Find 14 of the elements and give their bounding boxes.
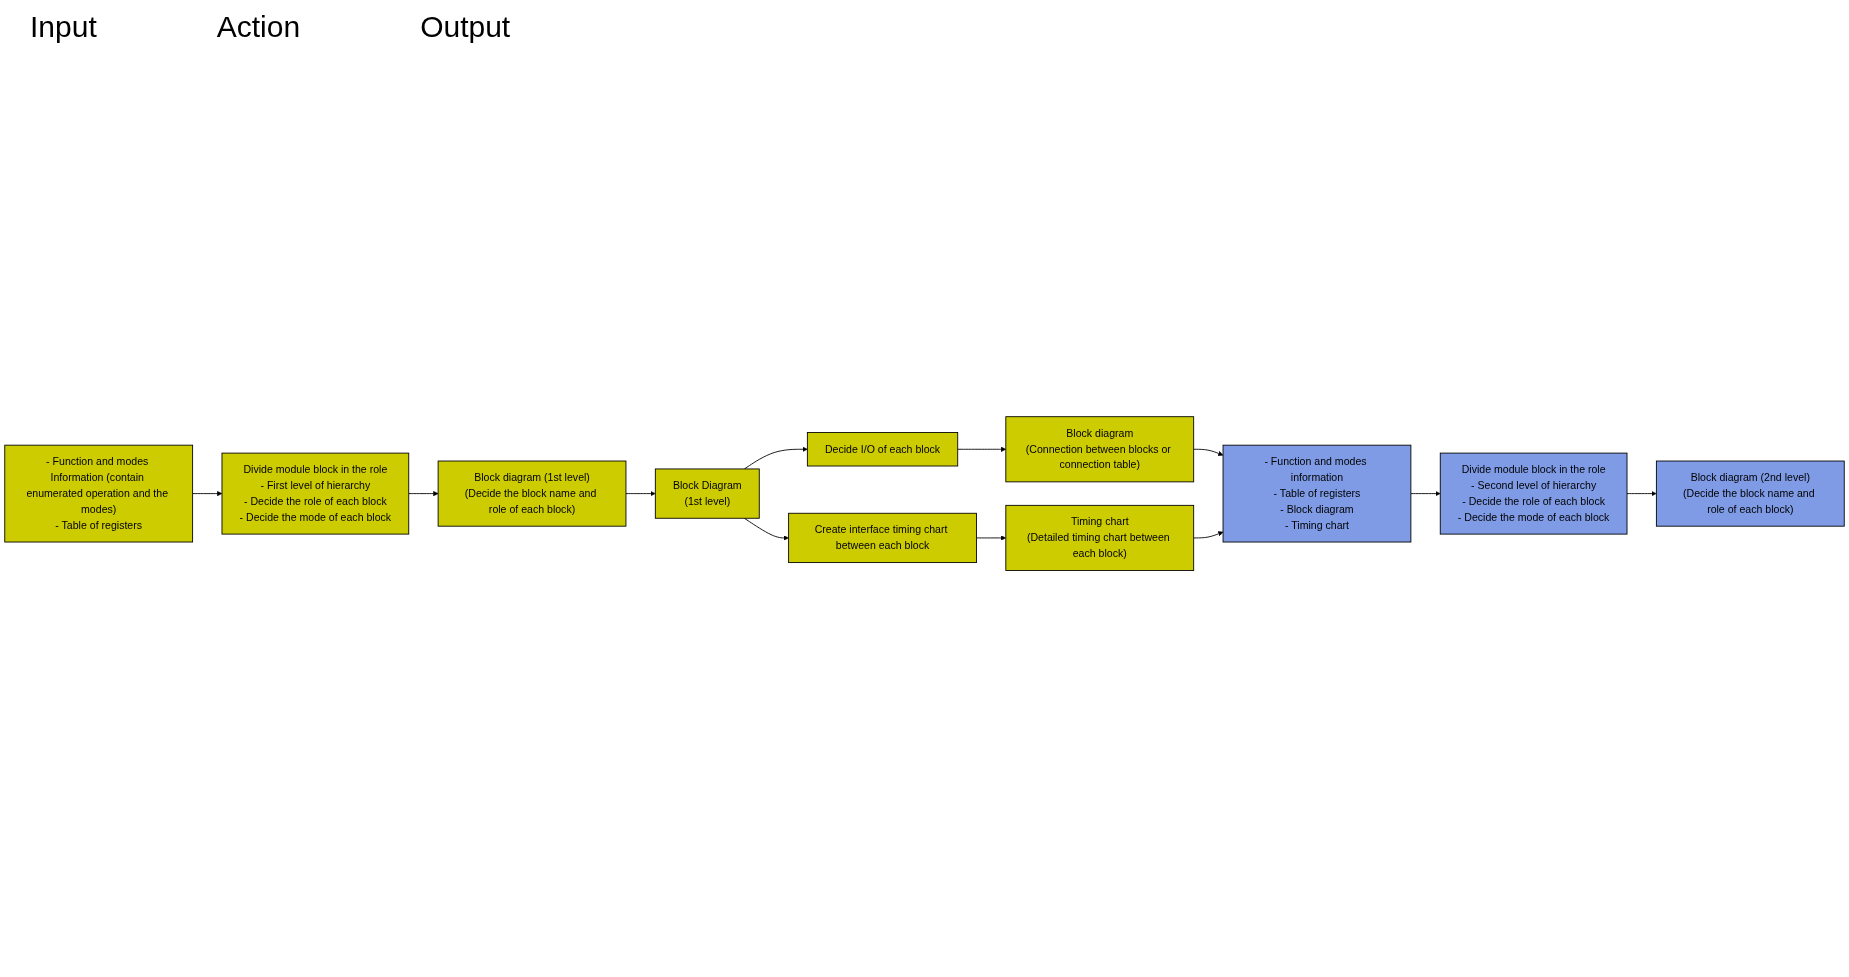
- node-box: Block Diagram (1st level): [654, 468, 760, 520]
- node-box: Block diagram (2nd level) (Decide the block name and role of each block): [1655, 460, 1845, 527]
- node-box: - Function and modes Information (contain enumerated operation and the modes) - Table of registers: [4, 445, 194, 543]
- node-box: Decide I/O of each block: [806, 432, 959, 467]
- node-box: Create interface timing chart between each block: [788, 513, 977, 564]
- node-box: Timing chart (Detailed timing chart between each block): [1005, 505, 1195, 572]
- node-box: Block diagram (1st level) (Decide the block name and role of each block): [437, 460, 627, 527]
- column-heading: Output: [420, 10, 511, 44]
- column-heading: Action: [216, 10, 301, 44]
- node-box: Block diagram (Connection between blocks or connection table): [1005, 416, 1195, 483]
- column-heading: Input: [30, 10, 97, 44]
- node-box: Divide module block in the role - Second level of hierarchy - Decide the role of each block - Decide the mode of each block: [1439, 453, 1628, 535]
- node-box: Divide module block in the role - First level of hierarchy - Decide the role of each block - Decide the mode of each block: [221, 453, 410, 535]
- node-box: - Function and modes information - Table of registers - Block diagram - Timing chart: [1222, 445, 1412, 543]
